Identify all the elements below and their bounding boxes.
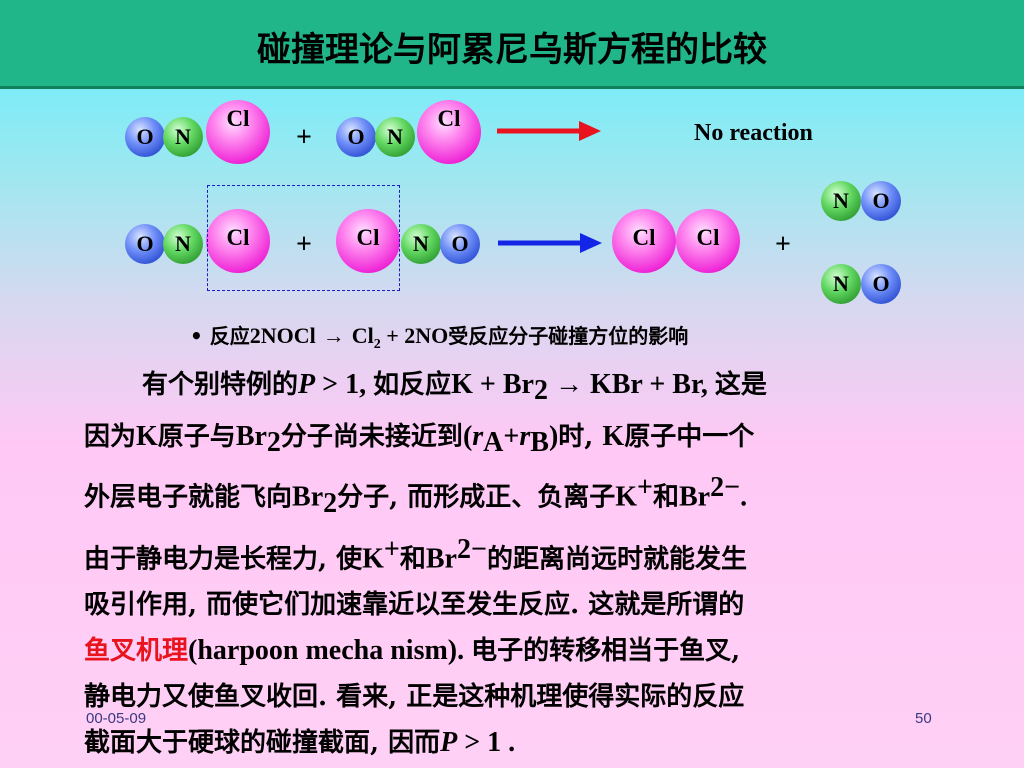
text-line: 静电力又使鱼叉收回. 看来, 正是这种机理使得实际的反应 xyxy=(84,681,745,712)
text: 因为 xyxy=(84,421,137,452)
superscript: + xyxy=(637,472,653,504)
equation-reactant: 2NOCl xyxy=(249,323,316,348)
nitrogen-atom: N xyxy=(375,117,415,157)
text: . xyxy=(740,482,748,514)
text: 和 xyxy=(652,483,679,514)
arrow-symbol: → xyxy=(322,323,345,348)
chlorine-atom: Cl xyxy=(206,209,270,273)
subscript: 2 xyxy=(323,488,338,520)
text: 原子与 xyxy=(157,421,236,452)
page-number: 50 xyxy=(915,710,932,727)
nitrogen-atom: N xyxy=(401,224,441,264)
superscript: + xyxy=(383,533,400,565)
symbol: + xyxy=(503,420,520,452)
text: 电子的转移相当于鱼叉, xyxy=(471,636,741,667)
text: > 1, xyxy=(315,369,374,400)
collision-orientation-box xyxy=(207,185,400,291)
text: 分子尚未接近到 xyxy=(280,421,463,452)
text: (harpoon mecha nism). xyxy=(188,635,472,667)
subscript: 2 xyxy=(533,375,548,407)
equation-product: + 2NO xyxy=(380,323,449,348)
superscript: 2− xyxy=(456,533,487,565)
plus-sign: + xyxy=(296,229,312,260)
symbol: ) xyxy=(548,420,559,452)
plus-sign: + xyxy=(296,122,312,153)
text: 时, xyxy=(558,421,603,452)
bullet-mark: • xyxy=(190,324,203,348)
page-title: 碰撞理论与阿累尼乌斯方程的比较 xyxy=(257,30,767,70)
harpoon-term: 鱼叉机理 xyxy=(84,636,189,667)
text: 外层电子就能飞向 xyxy=(84,483,293,514)
no-reaction-label: No reaction xyxy=(694,120,813,146)
title-bar: 碰撞理论与阿累尼乌斯方程的比较 xyxy=(0,0,1024,89)
text-line: 因为K原子与Br2分子尚未接近到(rA+rB)时, K原子中一个 xyxy=(84,414,954,466)
text: 原子中一个 xyxy=(624,421,755,452)
text: 如反应 xyxy=(373,370,452,400)
symbol: K xyxy=(362,543,384,575)
symbol: r xyxy=(519,420,531,452)
formula: Br xyxy=(425,543,457,575)
explanation-paragraph: 有个别特例的P > 1, 如反应K + Br2 → KBr + Br, 这是 因… xyxy=(84,362,954,767)
formula: → KBr + Br, xyxy=(547,369,715,400)
symbol: K xyxy=(602,420,625,452)
text: > 1 . xyxy=(457,727,516,759)
formula: Br xyxy=(292,482,324,514)
text: 和 xyxy=(399,544,426,575)
plus-sign: + xyxy=(775,229,791,260)
nitrogen-atom: N xyxy=(821,181,861,221)
reaction-arrow-blue xyxy=(498,233,602,253)
subscript: 2 xyxy=(373,337,381,352)
caption-text: 受反应分子碰撞方位的影响 xyxy=(448,324,689,348)
chlorine-atom: Cl xyxy=(206,100,270,164)
oxygen-atom: O xyxy=(440,224,480,264)
oxygen-atom: O xyxy=(861,181,901,221)
symbol: r xyxy=(472,420,484,452)
formula: Br xyxy=(679,482,711,514)
chlorine-atom: Cl xyxy=(676,209,740,273)
oxygen-atom: O xyxy=(861,264,901,304)
chlorine-atom: Cl xyxy=(612,209,676,273)
symbol: K xyxy=(136,420,158,452)
text: 这是 xyxy=(714,370,767,400)
text-line: 鱼叉机理(harpoon mecha nism). 电子的转移相当于鱼叉, xyxy=(84,628,954,675)
formula: Br xyxy=(235,420,267,452)
subscript: B xyxy=(530,426,549,458)
formula: K + Br xyxy=(451,369,534,400)
text-line: 吸引作用, 而使它们加速靠近以至发生反应. 这就是所谓的 xyxy=(84,589,745,620)
text: 截面大于硬球的碰撞截面, 因而 xyxy=(84,728,441,759)
subscript: A xyxy=(483,426,504,458)
chlorine-atom: Cl xyxy=(417,100,481,164)
text: 有个别特例的 xyxy=(142,370,299,400)
superscript: 2− xyxy=(710,472,741,504)
text: 由于静电力是长程力, 使 xyxy=(84,544,363,575)
symbol: P xyxy=(298,369,316,400)
nitrogen-atom: N xyxy=(163,224,203,264)
chlorine-atom: Cl xyxy=(336,209,400,273)
text-line: 外层电子就能飞向Br2分子, 而形成正、负离子K+和Br2−. xyxy=(84,465,954,526)
oxygen-atom: O xyxy=(336,117,376,157)
oxygen-atom: O xyxy=(125,117,165,157)
symbol: K xyxy=(615,482,638,514)
nitrogen-atom: N xyxy=(821,264,861,304)
bullet-caption: • 反应2NOCl → Cl2 + 2NO受反应分子碰撞方位的影响 xyxy=(190,320,688,353)
footer-date: 00-05-09 xyxy=(86,710,147,727)
reaction-arrow-red xyxy=(497,121,601,141)
subscript: 2 xyxy=(266,426,281,458)
text: 的距离尚远时就能发生 xyxy=(486,544,747,575)
text-line: 由于静电力是长程力, 使K+和Br2−的距离尚远时就能发生 xyxy=(84,527,954,583)
text: 分子, 而形成正、负离子 xyxy=(337,483,616,514)
oxygen-atom: O xyxy=(125,224,165,264)
text-line: 截面大于硬球的碰撞截面, 因而P > 1 . xyxy=(84,720,954,767)
nitrogen-atom: N xyxy=(163,117,203,157)
equation-product: Cl xyxy=(351,323,374,348)
caption-text: 反应 xyxy=(209,324,250,348)
symbol: ( xyxy=(462,420,473,452)
symbol: P xyxy=(440,727,458,759)
text-line: 有个别特例的P > 1, 如反应K + Br2 → KBr + Br, 这是 xyxy=(84,362,954,414)
